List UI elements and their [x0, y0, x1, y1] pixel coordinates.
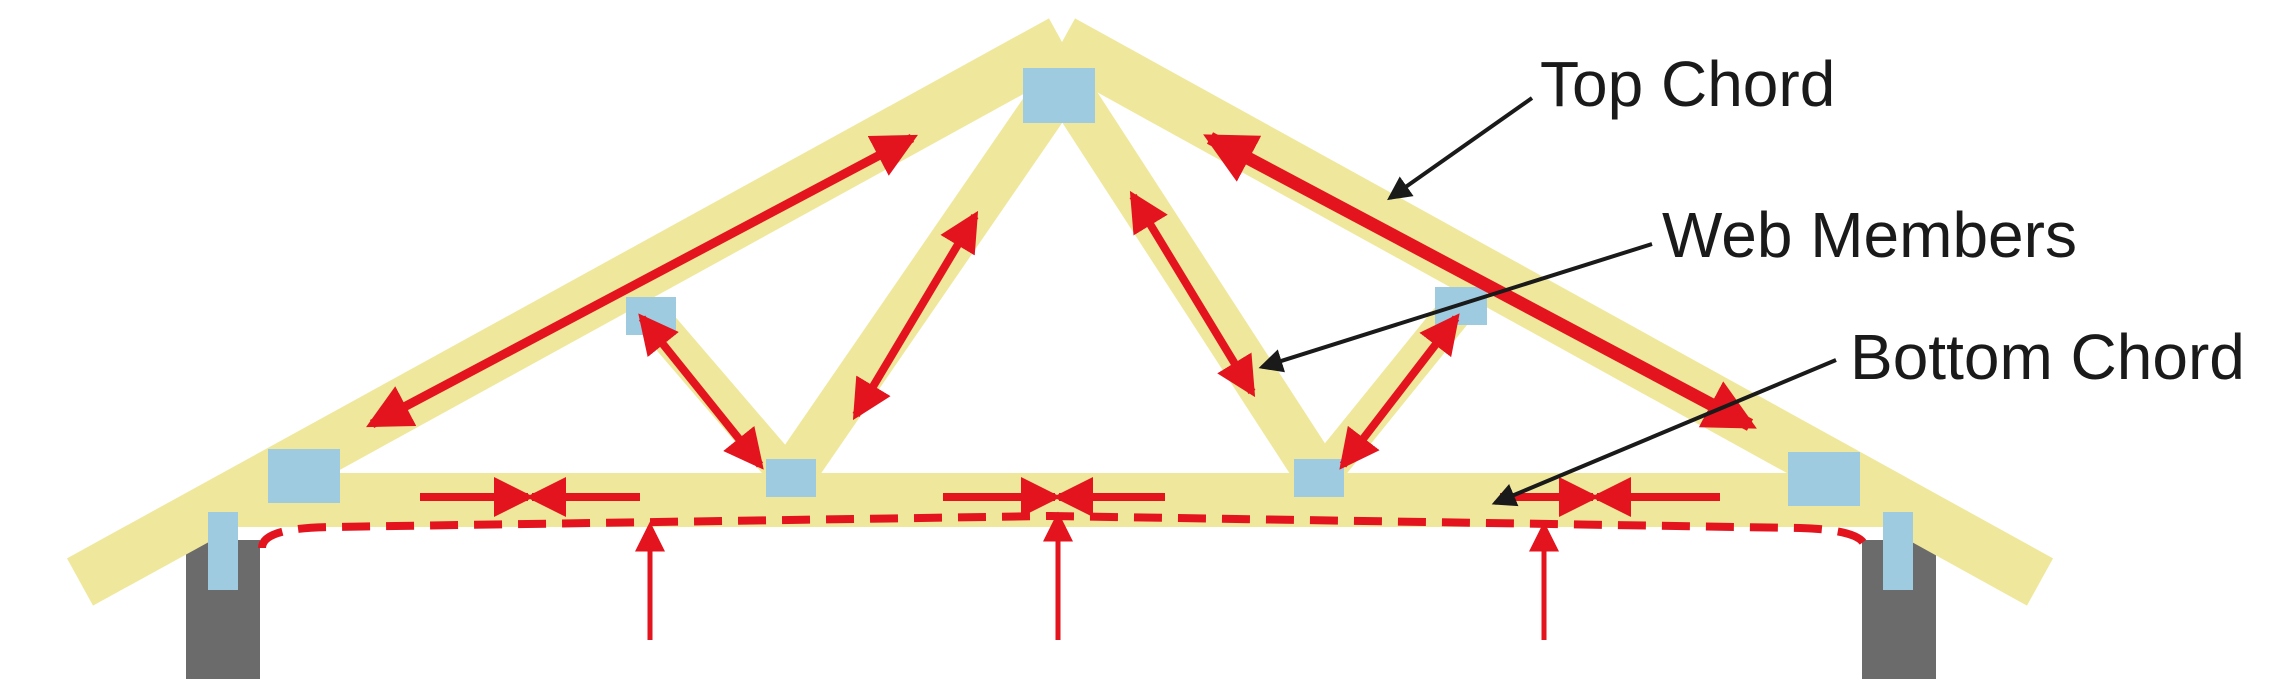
force-arrow-top-chord-right — [1203, 132, 1757, 431]
web-member-4 — [1306, 293, 1474, 490]
leader-web-members — [1258, 242, 1653, 373]
plate-apex — [1023, 68, 1095, 123]
plate-right-heel — [1788, 452, 1860, 506]
deflection-dashed-line — [258, 511, 1869, 549]
force-arrow-web-1 — [638, 313, 764, 470]
leader-lines — [1258, 96, 1837, 507]
plate-left-heel — [268, 449, 340, 503]
force-arrow-web-4 — [1339, 313, 1460, 470]
web-member-1 — [636, 303, 804, 490]
plate-right-bottom — [1294, 459, 1344, 497]
leader-top-chord — [1387, 96, 1534, 201]
force-arrow-web-2 — [852, 210, 979, 421]
force-arrow-web-3 — [1129, 190, 1256, 398]
force-arrow-top-chord-left — [366, 134, 918, 428]
top-chord-label: Top Chord — [1540, 48, 1836, 120]
web-members-label: Web Members — [1662, 199, 2077, 271]
plate-left-bearing — [208, 512, 238, 590]
member-force-arrows — [366, 132, 1757, 470]
leader-bottom-chord — [1491, 358, 1837, 507]
bottom-chord-label: Bottom Chord — [1850, 321, 2245, 393]
plate-left-bottom — [766, 459, 816, 497]
plate-right-bearing — [1883, 512, 1913, 590]
upward-arrows — [635, 511, 1559, 640]
